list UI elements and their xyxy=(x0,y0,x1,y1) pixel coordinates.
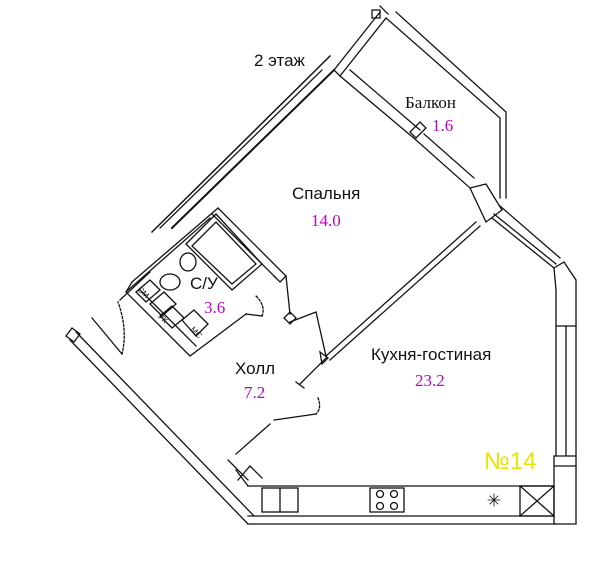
floor-label: 2 этаж xyxy=(254,51,305,70)
sink xyxy=(159,252,197,291)
kitchen-area: 23.2 xyxy=(415,371,445,390)
entrance-door xyxy=(91,301,125,355)
kitchen-counter xyxy=(235,465,555,517)
balcony-area: 1.6 xyxy=(432,116,454,135)
bathroom-area: 3.6 xyxy=(204,298,226,317)
exterior-wall-right xyxy=(469,183,577,525)
balcony-outline xyxy=(339,11,507,199)
apartment-number: №14 xyxy=(484,448,537,475)
bathroom-walls xyxy=(125,207,264,357)
exterior-wall-upper-left xyxy=(119,5,389,301)
exterior-wall-bottom xyxy=(65,327,557,525)
interior-walls xyxy=(211,207,481,481)
bedroom-name: Спальня xyxy=(292,184,361,203)
bathroom-name: С/У xyxy=(190,274,218,293)
balcony-name: Балкон xyxy=(405,93,456,112)
bedroom-area: 14.0 xyxy=(311,211,341,230)
hall-name: Холл xyxy=(235,359,276,378)
bathtub xyxy=(185,213,263,291)
washer-box xyxy=(135,279,209,337)
hall-area: 7.2 xyxy=(244,383,266,402)
kitchen-name: Кухня-гостиная xyxy=(371,345,492,364)
